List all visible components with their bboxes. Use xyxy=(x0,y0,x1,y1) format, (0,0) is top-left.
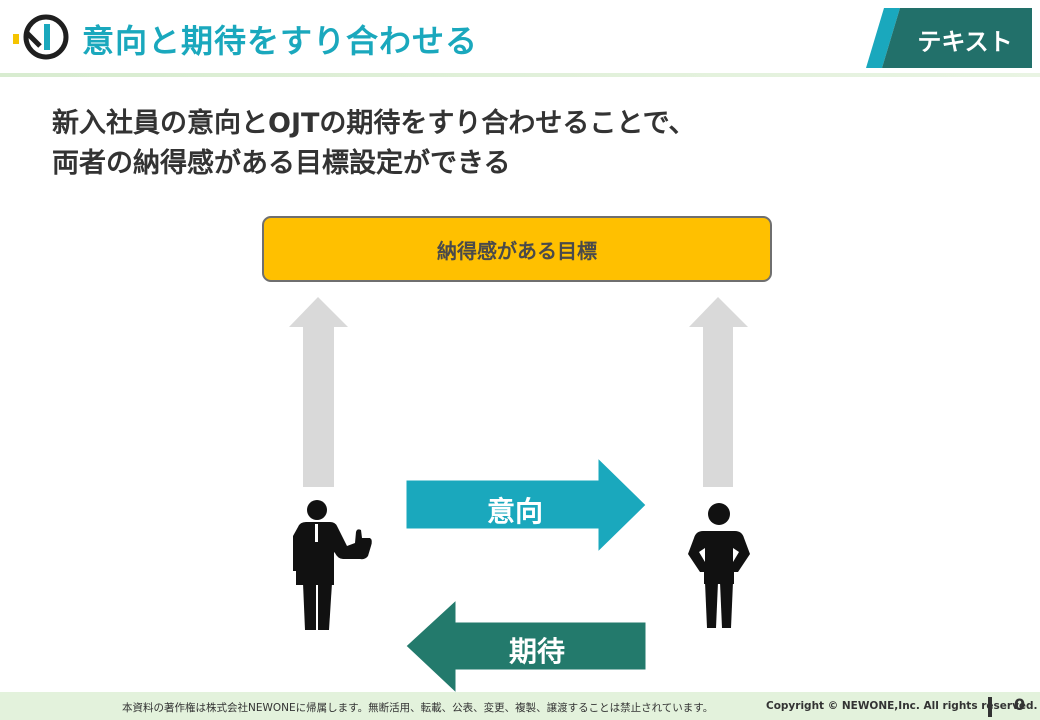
goal-label: 納得感がある目標 xyxy=(437,238,597,263)
page-title: 意向と期待をすり合わせる xyxy=(82,22,479,60)
expectation-label: 期待 xyxy=(508,635,565,668)
up-arrow-left xyxy=(289,297,348,487)
copyright-line: Copyright © NEWONE,Inc. All rights reser… xyxy=(766,700,1038,712)
footer xyxy=(0,692,1040,720)
lead-line-2: 両者の納得感がある目標設定ができる xyxy=(52,148,511,179)
page-divider xyxy=(988,697,992,717)
copyright-notice: 本資料の著作権は株式会社NEWONEに帰属します。無断活用、転載、公表、変更、複… xyxy=(122,702,714,714)
lead-line-1: 新入社員の意向とOJTの期待をすり合わせることで、 xyxy=(52,108,696,139)
lead-text: 新入社員の意向とOJTの期待をすり合わせることで、 両者の納得感がある目標設定が… xyxy=(52,104,696,184)
intent-arrow xyxy=(405,456,647,554)
person-standing-icon xyxy=(688,503,750,628)
person-thumbs-up-icon xyxy=(293,500,372,630)
section-tag-label: テキスト xyxy=(917,28,1013,56)
header: 意向と期待をすり合わせる テキスト xyxy=(0,0,1040,74)
intent-label: 意向 xyxy=(486,495,543,528)
up-arrow-right xyxy=(689,297,748,487)
section-tag xyxy=(866,8,1032,68)
header-divider xyxy=(0,73,1040,77)
page-number: 0 xyxy=(1014,695,1026,714)
logo-icon xyxy=(13,14,69,60)
expectation-arrow xyxy=(405,598,647,695)
goal-box: 納得感がある目標 xyxy=(262,216,772,282)
